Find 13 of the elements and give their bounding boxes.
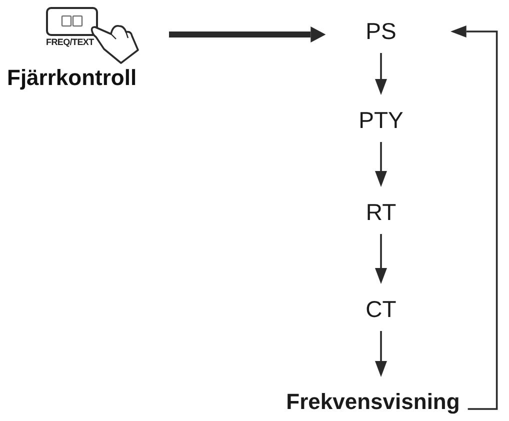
arrow [375,331,387,377]
arrow [375,53,387,95]
arrow [375,234,387,284]
step-label: PTY [358,109,404,132]
step-label: Frekvensvisning [286,391,460,413]
step-label: RT [366,201,396,224]
arrow [375,142,387,187]
device-label: Fjärrkontroll [7,67,137,89]
button-label: FREQ/TEXT [46,38,94,47]
step-label: CT [366,298,396,321]
return-arrow [450,26,498,410]
arrow [169,26,326,42]
step-label: PS [366,20,396,43]
